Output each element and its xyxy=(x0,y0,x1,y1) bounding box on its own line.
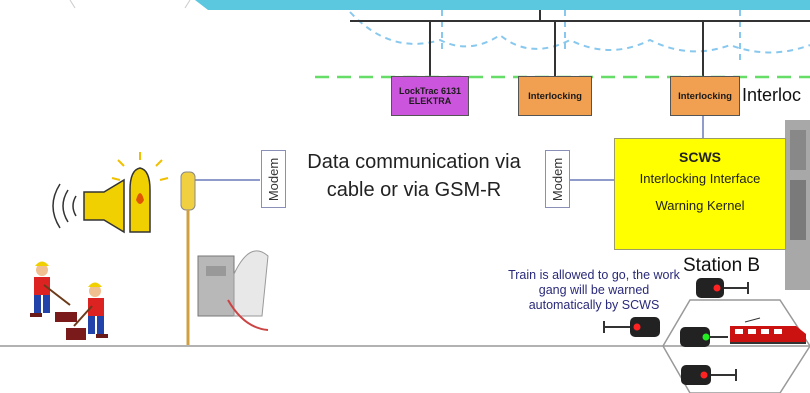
station-label: Station B xyxy=(683,255,761,276)
slide-decor-line xyxy=(184,0,191,9)
train-note-line-3: automatically by SCWS xyxy=(528,298,660,312)
scws-interface-label: Interlocking Interface xyxy=(639,171,761,186)
locktrac-label: LockTrac 6131 xyxy=(398,86,462,96)
cabinet-detail xyxy=(790,130,806,170)
worker-1-icon xyxy=(30,261,77,322)
communication-label: Data communication via cable or via GSM-… xyxy=(282,148,546,204)
top-banner xyxy=(195,0,810,10)
signal-middle xyxy=(680,327,728,347)
modem-left: Modem xyxy=(261,150,286,208)
train-icon xyxy=(730,317,806,344)
train-note: Train is allowed to go, the work gang wi… xyxy=(494,268,694,313)
interlocking-box: Interlocking xyxy=(670,76,740,116)
scws-title: SCWS xyxy=(679,149,721,165)
scws-kernel-label: Warning Kernel xyxy=(655,198,745,213)
modem-left-label: Modem xyxy=(266,157,282,201)
locktrac-sublabel: ELEKTRA xyxy=(408,96,452,106)
communication-line-2: cable or via GSM-R xyxy=(326,179,502,201)
interlocking-label: Interlocking xyxy=(528,90,582,102)
worker-2-icon xyxy=(66,282,108,340)
cabinet-detail xyxy=(790,180,806,240)
modem-right: Modem xyxy=(545,150,570,208)
interlocking-partial-label: Interloc xyxy=(742,85,802,105)
signal-left xyxy=(603,317,660,337)
interlocking-box: Interlocking xyxy=(518,76,592,116)
train-note-line-1: Train is allowed to go, the work xyxy=(508,268,680,282)
slide-decor-line xyxy=(69,0,76,9)
signal-top xyxy=(696,278,749,298)
trackside-warning-device xyxy=(180,171,269,345)
horn-icon xyxy=(52,178,125,234)
modem-right-label: Modem xyxy=(550,157,566,201)
communication-line-1: Data communication via xyxy=(307,151,521,173)
locktrac-box: LockTrac 6131 ELEKTRA xyxy=(391,76,469,116)
train-note-line-2: gang will be warned xyxy=(538,283,650,297)
interlocking-label: Interlocking xyxy=(678,90,732,102)
scws-box: SCWS Interlocking Interface Warning Kern… xyxy=(614,138,786,250)
warning-light-icon xyxy=(111,152,169,233)
signal-bottom xyxy=(681,365,737,385)
